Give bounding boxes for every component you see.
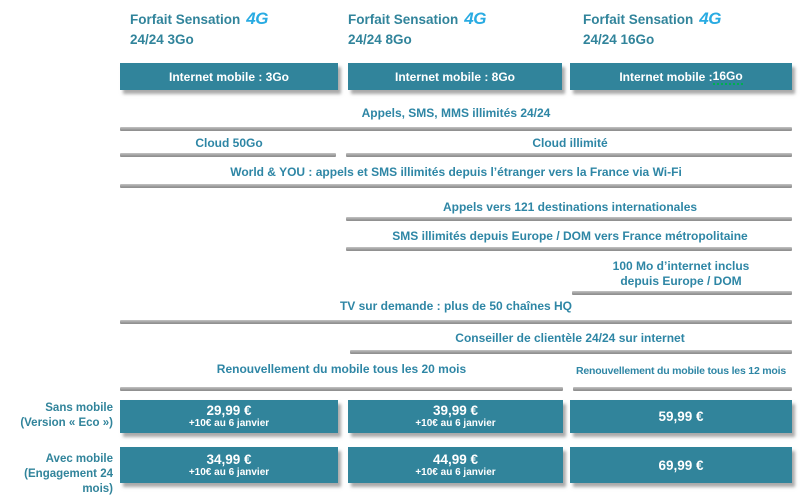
plan-subtitle: 24/24 8Go [348,32,412,47]
divider-bar [120,320,792,324]
plan-title: Forfait Sensation 4G [348,8,486,30]
feature-customer-advisor: Conseiller de clientèle 24/24 sur intern… [455,331,685,345]
internet-banner-16go: Internet mobile :16Go [570,63,792,90]
feature-tv-on-demand: TV sur demande : plus de 50 chaînes HQ [339,299,573,313]
plan-title: Forfait Sensation 4G [583,8,721,30]
4g-logo: 4G [699,9,721,28]
price-box-engagement-3go: 34,99 € +10€ au 6 janvier [120,447,338,483]
price-value: 59,99 € [658,409,704,424]
column-header-8go: Forfait Sensation 4G 24/24 8Go [348,8,486,50]
feature-line2: depuis Europe / DOM [620,274,742,288]
4g-logo: 4G [246,9,268,28]
plan-brand: Forfait Sensation [348,12,459,27]
price-note: +10€ au 6 janvier [415,418,496,429]
plan-subtitle: 24/24 3Go [130,32,194,47]
feature-renewal-12-months: Renouvellement du mobile tous les 12 moi… [575,365,787,377]
row-label-avec-mobile: Avec mobile (Engagement 24 mois) [0,452,113,497]
feature-international-calls: Appels vers 121 destinations internation… [442,200,698,214]
banner-label: Internet mobile : 8Go [394,69,515,84]
plan-title: Forfait Sensation 4G [130,8,268,30]
divider-bar [346,247,792,251]
row-label-sans-mobile: Sans mobile (Version « Eco ») [0,401,113,431]
price-note: +10€ au 6 janvier [415,466,496,478]
4g-logo: 4G [464,9,486,28]
row-label-line2: (Version « Eco ») [20,417,113,429]
price-value: 34,99 € [206,451,252,467]
divider-bar [346,153,792,157]
column-header-3go: Forfait Sensation 4G 24/24 3Go [130,8,268,50]
divider-bar [120,387,563,391]
column-header-16go: Forfait Sensation 4G 24/24 16Go [583,8,721,50]
row-label-line2: (Engagement 24 mois) [24,468,113,495]
divider-bar [120,127,792,131]
price-box-engagement-16go: 69,99 € [570,447,792,483]
price-value: 39,99 € [432,403,479,418]
feature-100mo-europe: 100 Mo d’internet inclus depuis Europe /… [570,259,792,289]
price-value: 44,99 € [432,451,479,467]
feature-world-and-you: World & YOU : appels et SMS illimités de… [230,165,682,179]
internet-banner-8go: Internet mobile : 8Go [348,63,562,90]
divider-bar [346,217,792,221]
internet-banner-3go: Internet mobile : 3Go [120,63,338,90]
feature-cloud-unlimited: Cloud illimité [532,136,608,150]
price-value: 69,99 € [658,457,704,473]
plan-brand: Forfait Sensation [130,12,241,27]
plan-subtitle: 24/24 16Go [583,32,655,47]
divider-bar [573,387,792,391]
divider-bar [120,184,792,188]
divider-bar [572,291,792,295]
divider-bar [120,153,336,157]
price-note: +10€ au 6 janvier [188,466,270,478]
feature-renewal-20-months: Renouvellement du mobile tous les 20 moi… [216,362,467,376]
price-box-eco-16go: 59,99 € [570,400,792,433]
divider-bar [350,350,792,354]
feature-unlimited-calls-sms: Appels, SMS, MMS illimités 24/24 [361,106,551,120]
feature-line1: 100 Mo d’internet inclus [612,259,750,273]
price-value: 29,99 € [206,403,252,418]
price-box-engagement-8go: 44,99 € +10€ au 6 janvier [348,447,563,483]
banner-label: Internet mobile : 3Go [168,69,289,84]
row-label-line1: Avec mobile [45,453,113,465]
feature-sms-europe-dom: SMS illimités depuis Europe / DOM vers F… [392,229,748,243]
price-note: +10€ au 6 janvier [188,418,270,429]
plan-brand: Forfait Sensation [583,12,694,27]
banner-label-underlined: 16Go [712,68,743,85]
price-box-eco-8go: 39,99 € +10€ au 6 janvier [348,400,563,433]
banner-label: Internet mobile : [619,69,713,84]
price-box-eco-3go: 29,99 € +10€ au 6 janvier [120,400,338,433]
feature-cloud-50go: Cloud 50Go [195,136,263,150]
row-label-line1: Sans mobile [45,402,113,414]
